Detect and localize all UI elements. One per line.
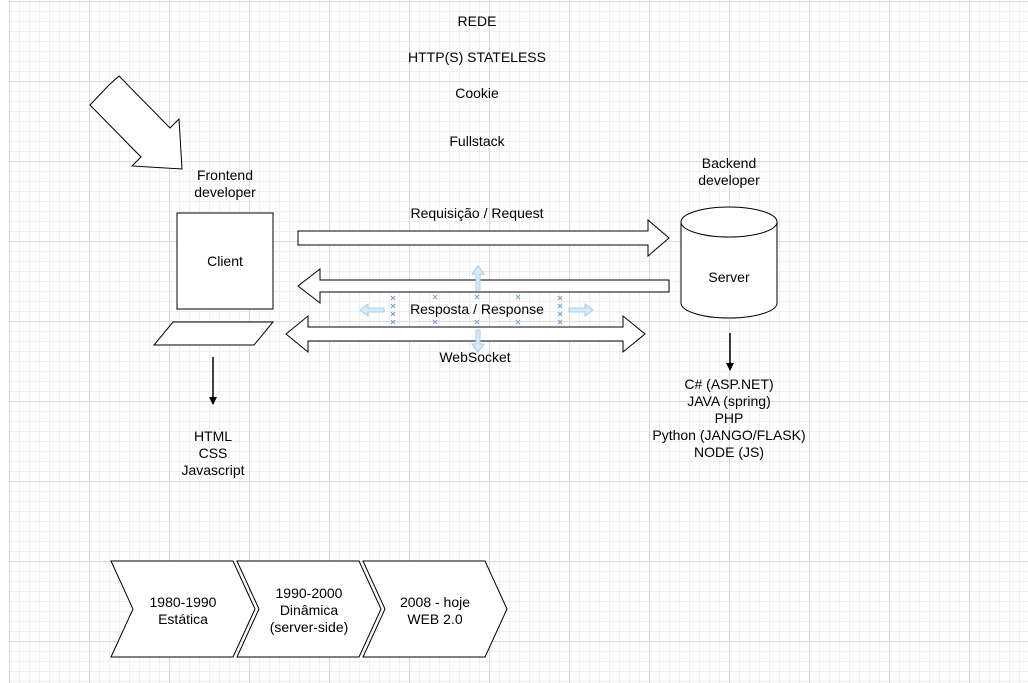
client-keyboard <box>152 321 275 346</box>
websocket-arrow <box>285 314 646 354</box>
request-arrow <box>297 218 670 258</box>
websocket-label: WebSocket <box>439 349 511 365</box>
response-label: Resposta / Response <box>410 301 544 317</box>
request-label: Requisição / Request <box>410 205 544 221</box>
timeline-step-3 <box>362 560 508 658</box>
client-monitor <box>176 212 274 310</box>
backend-techs: C# (ASP.NET) JAVA (spring) PHP Python (J… <box>652 376 806 460</box>
frontend-techs: HTML CSS Javascript <box>181 428 245 478</box>
timeline-label-3: 2008 - hoje WEB 2.0 <box>399 594 471 627</box>
timeline-label-2: 1990-2000 Dinâmica (server-side) <box>269 585 349 635</box>
client-label: Client <box>207 253 243 269</box>
timeline-step-2 <box>236 560 382 658</box>
title-rede: REDE <box>457 13 497 29</box>
frontend-role-label: Frontend developer <box>194 167 256 200</box>
backend-role-label: Backend developer <box>698 155 760 188</box>
timeline-label-1: 1980-1990 Estática <box>149 594 217 627</box>
diagonal-arrow <box>89 75 183 170</box>
server-label: Server <box>708 269 750 285</box>
response-arrow <box>297 267 670 305</box>
title-http: HTTP(S) STATELESS <box>408 49 546 65</box>
selection-handles <box>359 265 594 353</box>
timeline-step-1 <box>110 560 256 658</box>
title-cookie: Cookie <box>455 85 499 101</box>
server-cylinder <box>680 206 778 319</box>
selection-points <box>390 294 563 325</box>
title-fullstack: Fullstack <box>449 133 505 149</box>
